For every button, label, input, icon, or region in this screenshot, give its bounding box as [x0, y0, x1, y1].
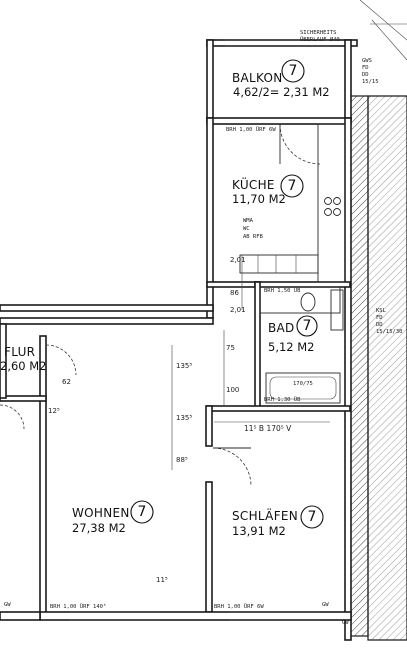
ksl-label-1: KSL — [376, 308, 387, 314]
room-bad: BAD 5,12 M2 7 — [268, 315, 318, 354]
balkon-number-circle — [281, 59, 305, 83]
gw-left-label: GW — [4, 602, 11, 608]
flur-name: FLUR — [4, 345, 35, 359]
kueche-number-circle — [280, 174, 304, 198]
bad-area: 5,12 M2 — [268, 340, 315, 354]
kueche-sill-label: BRH 1,00 ÜRF 6W — [226, 126, 276, 133]
schlafen-number-circle — [300, 505, 324, 529]
wohnen-number-circle — [130, 500, 154, 524]
kueche-area: 11,70 M2 — [232, 192, 286, 206]
dim-86: 86 — [230, 289, 239, 297]
dim-135-a: 135⁵ — [176, 362, 192, 370]
gws-label-4: 15/15 — [362, 79, 379, 85]
dim-115: 11⁵ — [156, 576, 168, 584]
dim-62: 62 — [62, 378, 71, 386]
gws-label-3: DD — [362, 72, 369, 78]
tub-label: 170/75 — [293, 381, 313, 387]
sicherheit-label-1: SICHERHEITS — [300, 30, 336, 36]
dim-100: 100 — [226, 386, 239, 394]
wohnen-number: 7 — [138, 504, 147, 520]
windows — [70, 39, 330, 621]
room-wohnen: WOHNEN 27,38 M2 7 — [72, 500, 154, 535]
balkon-name: BALKON — [232, 71, 283, 85]
walls — [0, 39, 358, 641]
dim-135-b: 135⁵ — [176, 414, 192, 422]
dim-201-b: 2,01 — [230, 306, 246, 314]
kueche-name: KÜCHE — [232, 176, 275, 192]
bad-sill-label: BRH 1,50 ÜB — [264, 287, 301, 294]
flur-area: 2,60 M2 — [0, 359, 47, 373]
wma-label-3: AB RFB — [243, 234, 264, 240]
schlafen-area: 13,91 M2 — [232, 524, 286, 538]
room-flur: FLUR 2,60 M2 — [0, 345, 47, 373]
dimension-lines — [171, 255, 330, 470]
bath-fixtures — [259, 286, 344, 404]
wohnen-name: WOHNEN — [72, 506, 130, 520]
exterior-wall-right — [349, 0, 407, 641]
ksl-label-3: DD — [376, 322, 383, 328]
schlafen-name: SCHLÄFEN — [232, 508, 298, 523]
dim-125: 12⁵ — [48, 407, 60, 415]
kitchen-counter — [239, 123, 346, 283]
wohnen-sill-label: BRH 1,00 ÜRF 140⁵ — [50, 603, 106, 610]
dim-75: 75 — [226, 344, 235, 352]
annotations: SICHERHEITS ÜBERLAUF Ø40 GWS FD DD 15/15… — [4, 30, 403, 626]
ksl-label-2: FD — [376, 315, 383, 321]
sicherheit-label-2: ÜBERLAUF Ø40 — [300, 36, 340, 43]
bath-dimension-label: 11⁵ B 170⁵ V — [244, 424, 292, 433]
wohnen-area: 27,38 M2 — [72, 521, 126, 535]
schlafen-sill-label: BRH 1,00 ÜRF 6W — [214, 603, 264, 610]
bad-sill-label-2: BRH 1,30 ÜB — [264, 396, 301, 403]
dimension-labels: 2,01 2,01 86 135⁵ 135⁵ 75 100 88⁵ 62 12⁵… — [48, 256, 246, 584]
room-kueche: KÜCHE 11,70 M2 7 — [232, 174, 304, 206]
balkon-area: 4,62/2= 2,31 M2 — [233, 85, 330, 99]
wma-label-1: WMA — [243, 218, 254, 224]
dim-201-a: 2,01 — [230, 256, 246, 264]
gws-label-1: GWS — [362, 58, 372, 64]
doors — [0, 123, 321, 487]
gws-label-2: FD — [362, 65, 369, 71]
wma-label-2: WC — [243, 226, 250, 232]
schlafen-number: 7 — [308, 509, 317, 525]
room-balkon: BALKON 4,62/2= 2,31 M2 7 — [232, 59, 330, 99]
dim-88: 88⁵ — [176, 456, 188, 464]
ksl-label-4: 15/15/30 — [376, 329, 403, 335]
gw-bottom-label: GW — [342, 620, 349, 626]
room-schlafen: SCHLÄFEN 13,91 M2 7 — [232, 505, 324, 538]
gw-right-label: GW — [322, 602, 329, 608]
kueche-number: 7 — [288, 178, 297, 194]
bad-number: 7 — [303, 318, 312, 334]
bad-name: BAD — [268, 321, 295, 335]
bad-number-circle — [296, 315, 318, 337]
balkon-number: 7 — [289, 63, 298, 79]
